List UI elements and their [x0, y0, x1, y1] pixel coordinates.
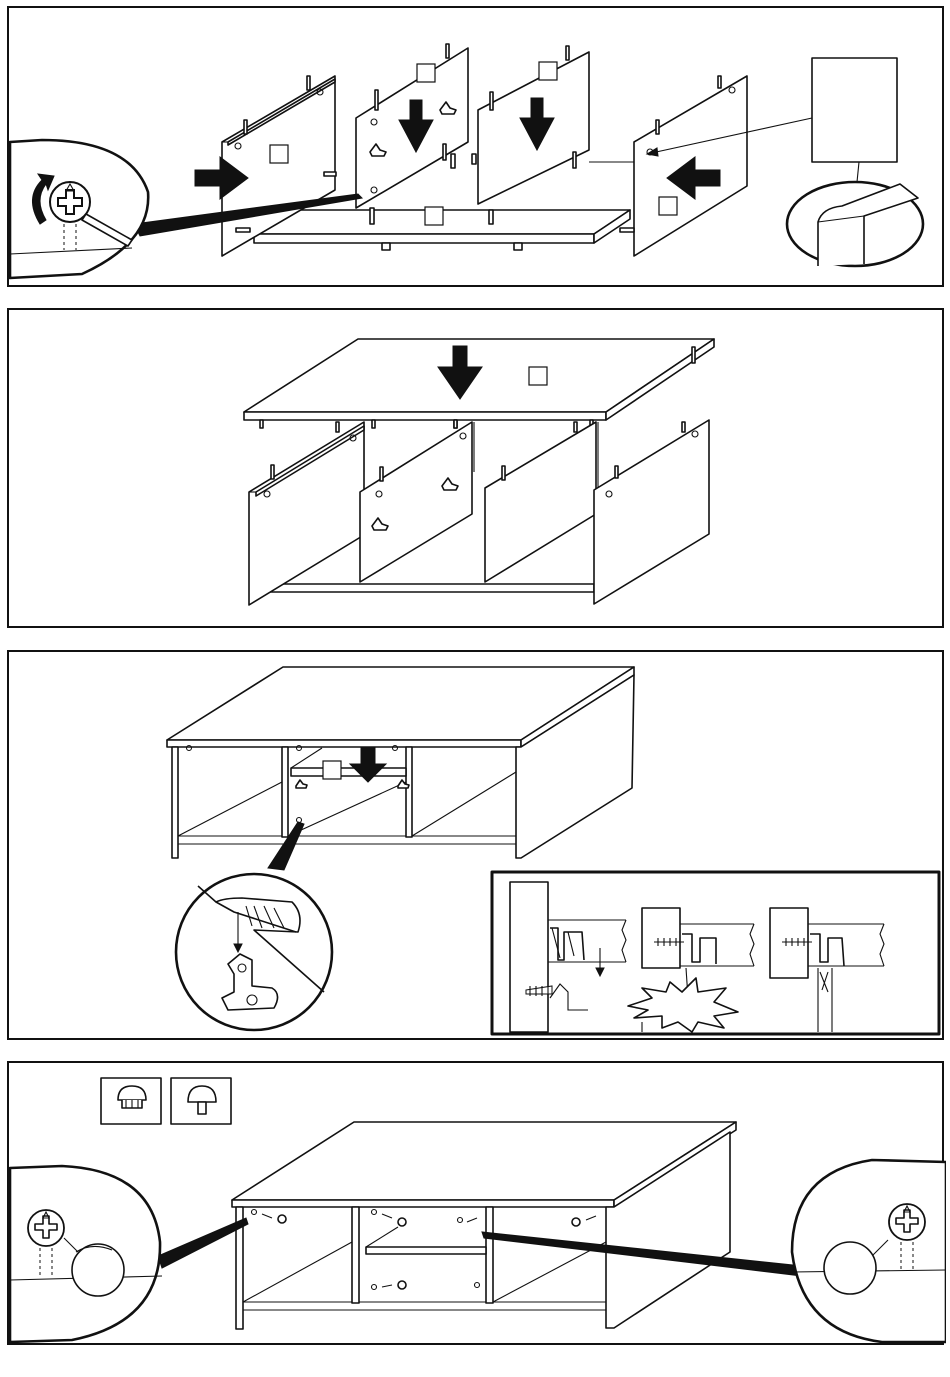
- step-3-panel: [7, 650, 944, 1040]
- step-2-drawing: [9, 310, 946, 630]
- step-1-panel: [7, 6, 944, 287]
- step-3-drawing: [9, 652, 946, 1042]
- part-label-top: [529, 367, 547, 385]
- cover-cap-icon: [72, 1244, 124, 1296]
- divider-panel-2: [485, 422, 596, 582]
- push-arrow-icon: [350, 748, 386, 782]
- step-4-panel: [7, 1061, 944, 1345]
- cover-cap-icon: [118, 1086, 146, 1100]
- part-label-divider-2: [539, 62, 557, 80]
- step-2-panel: [7, 308, 944, 628]
- top-panel: [244, 339, 714, 412]
- part-label-base: [425, 207, 443, 225]
- edge-callout-box: [812, 58, 897, 162]
- base-panel: [256, 584, 594, 592]
- plug-icon: [824, 1242, 876, 1294]
- right-side-panel: [594, 420, 709, 604]
- shelf-panel: [366, 1247, 486, 1254]
- left-side-panel: [249, 422, 364, 605]
- part-label-shelf: [323, 761, 341, 779]
- step-1-drawing: [9, 8, 946, 289]
- plug-icon: [188, 1086, 216, 1102]
- part-label-divider-1: [417, 64, 435, 82]
- part-label-left-side: [270, 145, 288, 163]
- part-label-right-side: [659, 197, 677, 215]
- shelf-panel: [291, 768, 406, 776]
- step-4-drawing: [9, 1063, 946, 1347]
- divider-panel-1: [360, 422, 472, 582]
